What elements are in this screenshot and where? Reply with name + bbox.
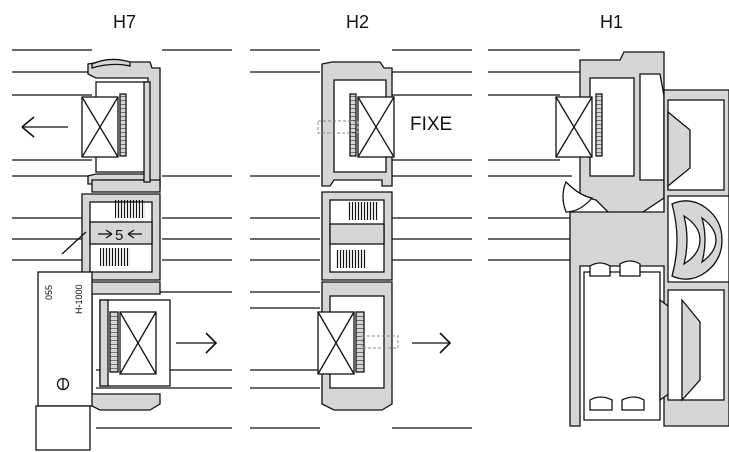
arrow-right-icon (412, 332, 452, 354)
arrow-left-icon (21, 116, 68, 138)
section-h1 (488, 49, 729, 427)
interlock-profile-h7 (81, 193, 161, 281)
section-h7: 5 055 H-1000 (12, 49, 232, 451)
lower-sash-profile-h7 (83, 281, 171, 411)
gap-value-label: 5 (115, 227, 123, 244)
upper-sash-profile-h1 (555, 51, 665, 215)
code-label-h1000: H-1000 (74, 284, 84, 314)
brush-seal-icon (348, 202, 378, 220)
brush-seal-icon (336, 250, 366, 268)
fixed-label: FIXE (410, 114, 452, 135)
interlock-profile-h2 (321, 191, 393, 281)
fixed-frame-profile-h2 (317, 61, 395, 187)
brush-seal-icon (100, 248, 130, 266)
column-header-h2: H2 (346, 12, 369, 32)
gap-dimension: 5 (98, 227, 142, 244)
column-header-h7: H7 (113, 12, 136, 32)
lower-sash-profile-h2 (317, 281, 399, 411)
handle-plate: 055 H-1000 (35, 231, 93, 451)
column-header-h1: H1 (600, 12, 623, 32)
outer-frame-profile-h1 (569, 89, 729, 427)
code-label-055: 055 (44, 285, 54, 300)
brush-seal-icon (115, 200, 145, 218)
arrow-right-icon (176, 332, 218, 354)
thermal-break-h1 (667, 195, 729, 283)
glazing-bead-upper-h7 (81, 96, 119, 158)
clip-rails-h1 (589, 260, 645, 411)
section-h2: FIXE (250, 49, 472, 429)
glazing-lines-h7 (12, 49, 232, 429)
glazing-lines-h2 (250, 49, 472, 429)
